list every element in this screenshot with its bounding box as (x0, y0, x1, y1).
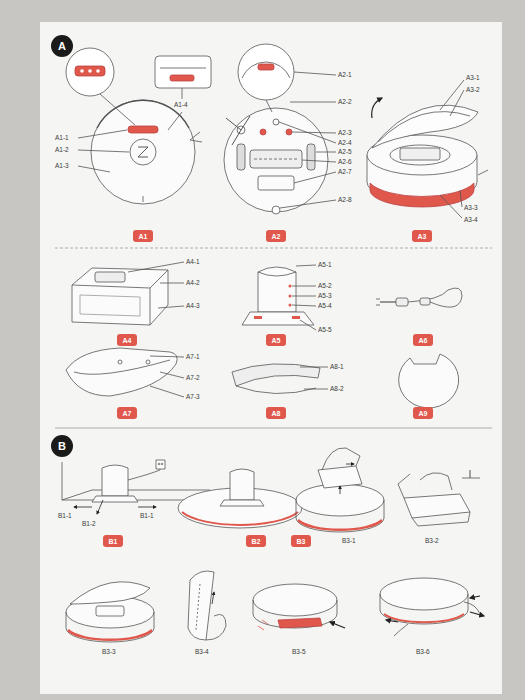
callout-label: A8-1 (330, 364, 344, 371)
mop-pad (232, 364, 328, 394)
section-letter: A (58, 40, 66, 52)
waterproof-mat (399, 354, 459, 408)
callout-label: A2-7 (338, 169, 352, 176)
mop-insertion (253, 584, 345, 630)
callout-label: A1-1 (55, 135, 69, 142)
figure-number: A6 (419, 337, 428, 344)
callout-label: A5-3 (318, 293, 332, 300)
callout-label: A8-2 (330, 386, 344, 393)
callout-label: A2-4 (338, 140, 352, 147)
figure-badge: A4 (117, 334, 137, 346)
figure-number: A4 (123, 337, 132, 344)
callout-label: A2-5 (338, 149, 352, 156)
callout-label: A4-1 (186, 259, 200, 266)
callout-label: B3-4 (195, 649, 209, 656)
callout-label: A3-2 (466, 87, 480, 94)
callout-label: A5-5 (318, 327, 332, 334)
dashed-divider (55, 248, 492, 249)
section-marker: B (51, 435, 73, 457)
paper-sheet (40, 22, 502, 694)
callout-label: A1-3 (55, 163, 69, 170)
callout-label: A7-3 (186, 394, 200, 401)
robot-lid-open (367, 80, 488, 218)
section-marker: A (51, 35, 73, 57)
dock-on-mat (178, 469, 302, 528)
figure-badge: A1 (133, 230, 153, 242)
figure-badge: A3 (412, 230, 432, 242)
callout-label: B3-6 (416, 649, 430, 656)
figure-number: B3 (297, 538, 306, 545)
figure-badge: A7 (117, 407, 137, 419)
charging-dock (242, 265, 316, 330)
callout-label: A2-1 (338, 72, 352, 79)
mop-pad-attach (188, 571, 226, 640)
figure-number: A7 (123, 410, 132, 417)
dust-bin (72, 262, 184, 325)
figure-badge: B2 (246, 535, 266, 547)
callout-label: B3-1 (342, 538, 356, 545)
callout-label: B3-5 (292, 649, 306, 656)
callout-label: A4-2 (186, 280, 200, 287)
figure-badge: A9 (413, 407, 433, 419)
callout-label: A2-8 (338, 197, 352, 204)
figure-badge: A5 (266, 334, 286, 346)
figure-number: A5 (272, 337, 281, 344)
callout-label: A5-1 (318, 262, 332, 269)
figure-badge: A6 (413, 334, 433, 346)
figure-number: A2 (272, 233, 281, 240)
section-letter: B (58, 440, 66, 452)
callout-label: A3-3 (464, 205, 478, 212)
power-cord (376, 288, 462, 307)
callout-label: A2-2 (338, 99, 352, 106)
robot-bottom-view (224, 44, 336, 214)
callout-label: A1-4 (174, 102, 188, 109)
callout-label: A2-3 (338, 130, 352, 137)
figure-badge: B3 (291, 535, 311, 547)
figure-number: B2 (252, 538, 261, 545)
robot-top-view (66, 48, 211, 204)
callout-label: A2-6 (338, 159, 352, 166)
callout-label: A4-3 (186, 303, 200, 310)
callout-label: A1-2 (55, 147, 69, 154)
callout-label: A3-1 (466, 75, 480, 82)
callout-label: A5-2 (318, 283, 332, 290)
callout-label: A5-4 (318, 303, 332, 310)
figure-number: A8 (272, 410, 281, 417)
robot-open-top (66, 582, 154, 642)
bin-emptying (398, 470, 480, 526)
callout-label: A3-4 (464, 217, 478, 224)
figure-number: A9 (419, 410, 428, 417)
figure-badge: A2 (266, 230, 286, 242)
section-divider (55, 428, 492, 429)
callout-label: B1-2 (82, 521, 96, 528)
mop-removal (380, 578, 484, 636)
callout-label: B1-1 (140, 513, 154, 520)
callout-label: B1-1 (58, 513, 72, 520)
mop-bracket (66, 348, 184, 397)
figure-badge: B1 (103, 535, 123, 547)
bin-removal (296, 448, 384, 532)
callout-label: A7-2 (186, 375, 200, 382)
figure-number: A1 (139, 233, 148, 240)
figure-number: A3 (418, 233, 427, 240)
callout-label: B3-3 (102, 649, 116, 656)
callout-label: B3-2 (425, 538, 439, 545)
figure-number: B1 (109, 538, 118, 545)
figure-badge: A8 (266, 407, 286, 419)
callout-label: A7-1 (186, 354, 200, 361)
